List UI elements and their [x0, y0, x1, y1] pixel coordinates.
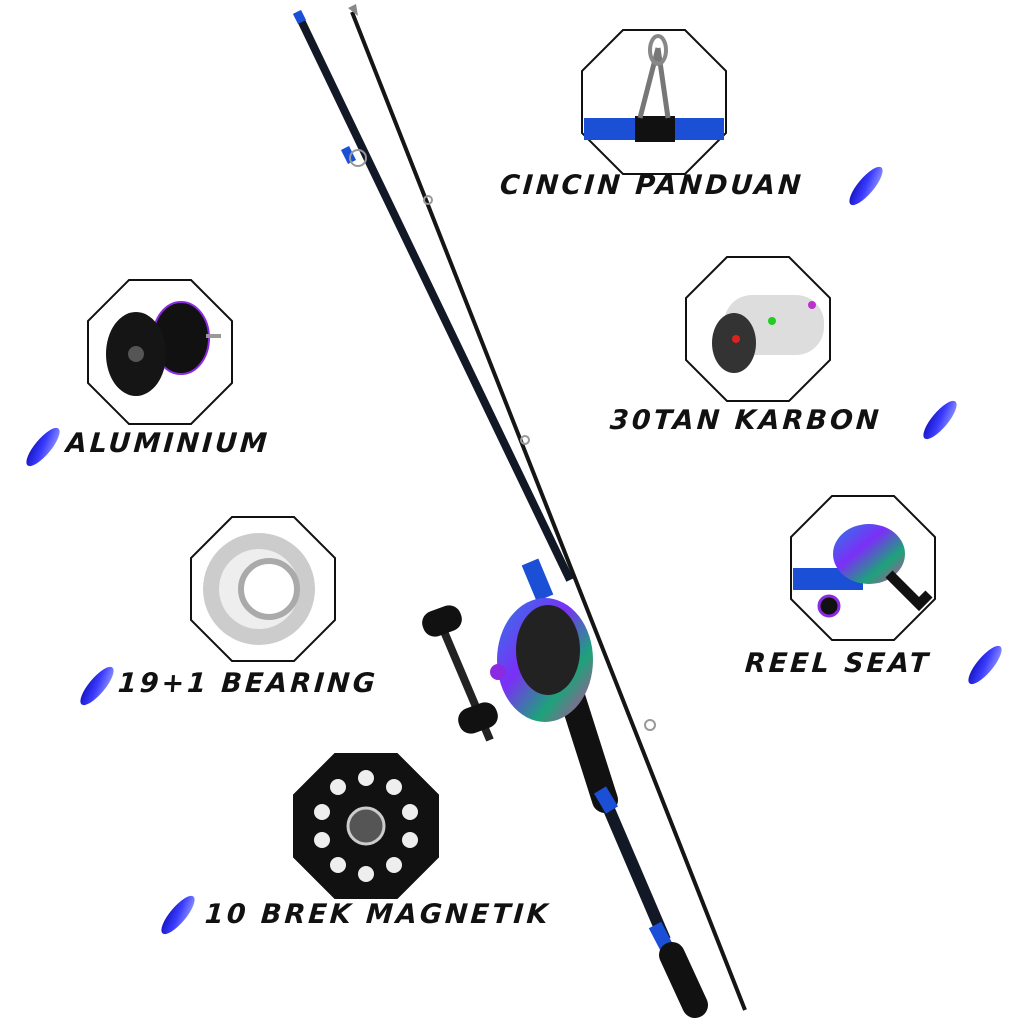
- swoosh-icon: [161, 895, 195, 935]
- bearing-icon: [190, 516, 336, 662]
- rod-butt-section: [292, 9, 708, 1018]
- swoosh-icon: [923, 400, 957, 440]
- feature-label-bearing: 19+1 BEARING: [116, 668, 379, 699]
- magnetic-brake-icon: [293, 753, 439, 899]
- swoosh-icon: [80, 666, 114, 706]
- rod-tip-section: [348, 4, 747, 1011]
- feature-label-aluminium: ALUMINIUM: [64, 428, 271, 459]
- feature-label-guide-ring: CINCIN PANDUAN: [498, 170, 805, 201]
- carbon-tube-icon: [685, 256, 831, 402]
- feature-label-carbon: 30TAN KARBON: [608, 405, 883, 436]
- spool-icon: [87, 279, 233, 425]
- swoosh-icon: [26, 427, 60, 467]
- feature-label-magnetic-brake: 10 BREK MAGNETIK: [203, 899, 552, 930]
- baitcasting-reel: [422, 598, 593, 742]
- swoosh-icon: [849, 166, 883, 206]
- accent-swooshes: [26, 166, 1002, 935]
- swoosh-icon: [968, 645, 1002, 685]
- feature-label-reel-seat: REEL SEAT: [743, 648, 932, 679]
- reel-seat-icon: [790, 495, 936, 641]
- guide-ring-icon: [581, 29, 727, 175]
